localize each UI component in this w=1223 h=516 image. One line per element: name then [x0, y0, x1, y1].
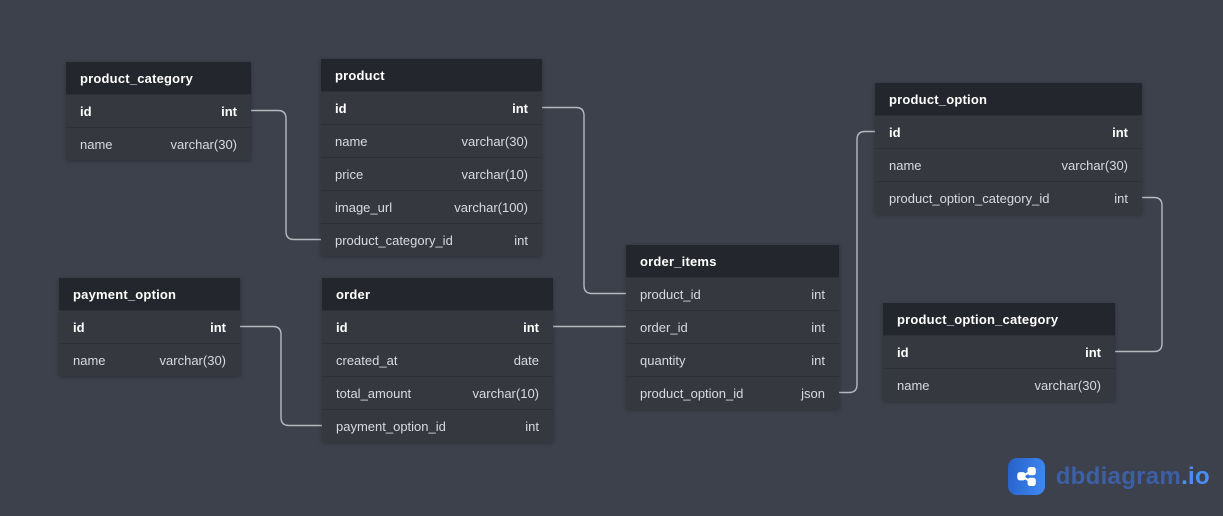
field-row-product_option_category-name[interactable]: name varchar(30) — [883, 368, 1115, 401]
table-product[interactable]: product id int name varchar(30) price varchar(… — [321, 59, 542, 256]
field-row-product_option-id[interactable]: id int — [875, 115, 1142, 148]
field-row-order_items-product_id[interactable]: product_id int — [626, 277, 839, 310]
relationship-line — [1115, 196, 1163, 353]
field-name: image_url — [335, 199, 393, 215]
field-name: name — [73, 352, 106, 368]
field-row-product_category-id[interactable]: id int — [66, 94, 251, 127]
field-row-product-product_category_id[interactable]: product_category_id int — [321, 223, 542, 256]
field-type: varchar(10) — [461, 166, 528, 182]
field-name: payment_option_id — [336, 418, 446, 434]
relationship-line — [240, 325, 322, 427]
field-type: varchar(30) — [461, 133, 528, 149]
field-type: int — [512, 100, 528, 116]
field-row-product_option-product_option_category_id[interactable]: product_option_category_id int — [875, 181, 1142, 214]
brand-tld-text: .io — [1181, 462, 1210, 490]
table-title: order — [336, 286, 371, 302]
field-type: int — [811, 352, 825, 368]
table-title: product_category — [80, 70, 194, 86]
field-type: int — [210, 319, 226, 335]
field-name: price — [335, 166, 364, 182]
field-row-product_option-name[interactable]: name varchar(30) — [875, 148, 1142, 181]
field-row-product-id[interactable]: id int — [321, 91, 542, 124]
table-header-product[interactable]: product — [321, 59, 542, 91]
field-row-payment_option-name[interactable]: name varchar(30) — [59, 343, 240, 376]
field-name: product_id — [640, 286, 701, 302]
field-name: product_option_category_id — [889, 190, 1050, 206]
table-title: order_items — [640, 253, 717, 269]
share-network-icon — [1007, 458, 1045, 495]
field-name: order_id — [640, 319, 688, 335]
relationship-line — [251, 109, 321, 241]
field-type: int — [514, 232, 528, 248]
relationship-line — [542, 106, 626, 295]
relationship-line — [839, 130, 875, 394]
field-type: int — [523, 319, 539, 335]
table-header-product_option_category[interactable]: product_option_category — [883, 303, 1115, 335]
field-row-product_option_category-id[interactable]: id int — [883, 335, 1115, 368]
field-type: varchar(30) — [1034, 377, 1101, 393]
field-type: int — [811, 319, 825, 335]
field-type: varchar(30) — [1061, 157, 1128, 173]
field-row-order-id[interactable]: id int — [322, 310, 553, 343]
field-type: int — [525, 418, 539, 434]
field-type: json — [801, 385, 825, 401]
table-header-payment_option[interactable]: payment_option — [59, 278, 240, 310]
field-name: id — [897, 344, 909, 360]
field-row-order_items-product_option_id[interactable]: product_option_id json — [626, 376, 839, 409]
field-type: int — [811, 286, 825, 302]
table-title: product_option_category — [897, 311, 1059, 327]
field-name: product_option_id — [640, 385, 744, 401]
field-type: int — [1085, 344, 1101, 360]
field-row-product-name[interactable]: name varchar(30) — [321, 124, 542, 157]
field-name: total_amount — [336, 385, 412, 401]
field-type: varchar(30) — [170, 136, 237, 152]
table-header-order[interactable]: order — [322, 278, 553, 310]
table-header-product_option[interactable]: product_option — [875, 83, 1142, 115]
field-row-product-image_url[interactable]: image_url varchar(100) — [321, 190, 542, 223]
table-title: product — [335, 67, 385, 83]
field-name: name — [889, 157, 922, 173]
field-type: int — [1112, 124, 1128, 140]
field-name: product_category_id — [335, 232, 453, 248]
field-row-order-total_amount[interactable]: total_amount varchar(10) — [322, 376, 553, 409]
field-type: int — [221, 103, 237, 119]
field-type: date — [513, 352, 539, 368]
field-name: id — [889, 124, 901, 140]
dbdiagram-logo[interactable]: dbdiagram.io — [1007, 458, 1210, 495]
field-row-payment_option-id[interactable]: id int — [59, 310, 240, 343]
brand-name-text: dbdiagram — [1055, 462, 1182, 490]
field-row-product_category-name[interactable]: name varchar(30) — [66, 127, 251, 160]
field-row-order-created_at[interactable]: created_at date — [322, 343, 553, 376]
field-type: varchar(10) — [472, 385, 539, 401]
field-row-order-payment_option_id[interactable]: payment_option_id int — [322, 409, 553, 442]
field-row-order_items-quantity[interactable]: quantity int — [626, 343, 839, 376]
brand-wordmark: dbdiagram.io — [1056, 463, 1210, 491]
field-name: id — [336, 319, 348, 335]
field-row-product-price[interactable]: price varchar(10) — [321, 157, 542, 190]
table-order[interactable]: order id int created_at date total_amount varc… — [322, 278, 553, 442]
field-name: name — [335, 133, 368, 149]
field-name: quantity — [640, 352, 686, 368]
field-type: varchar(30) — [159, 352, 226, 368]
field-name: name — [80, 136, 113, 152]
table-title: product_option — [889, 91, 988, 107]
table-header-product_category[interactable]: product_category — [66, 62, 251, 94]
field-name: id — [73, 319, 85, 335]
field-name: name — [897, 377, 930, 393]
field-type: int — [1114, 190, 1128, 206]
field-name: created_at — [336, 352, 398, 368]
field-name: id — [80, 103, 92, 119]
field-type: varchar(100) — [454, 199, 528, 215]
table-title: payment_option — [73, 286, 177, 302]
field-name: id — [335, 100, 347, 116]
field-row-order_items-order_id[interactable]: order_id int — [626, 310, 839, 343]
table-header-order_items[interactable]: order_items — [626, 245, 839, 277]
